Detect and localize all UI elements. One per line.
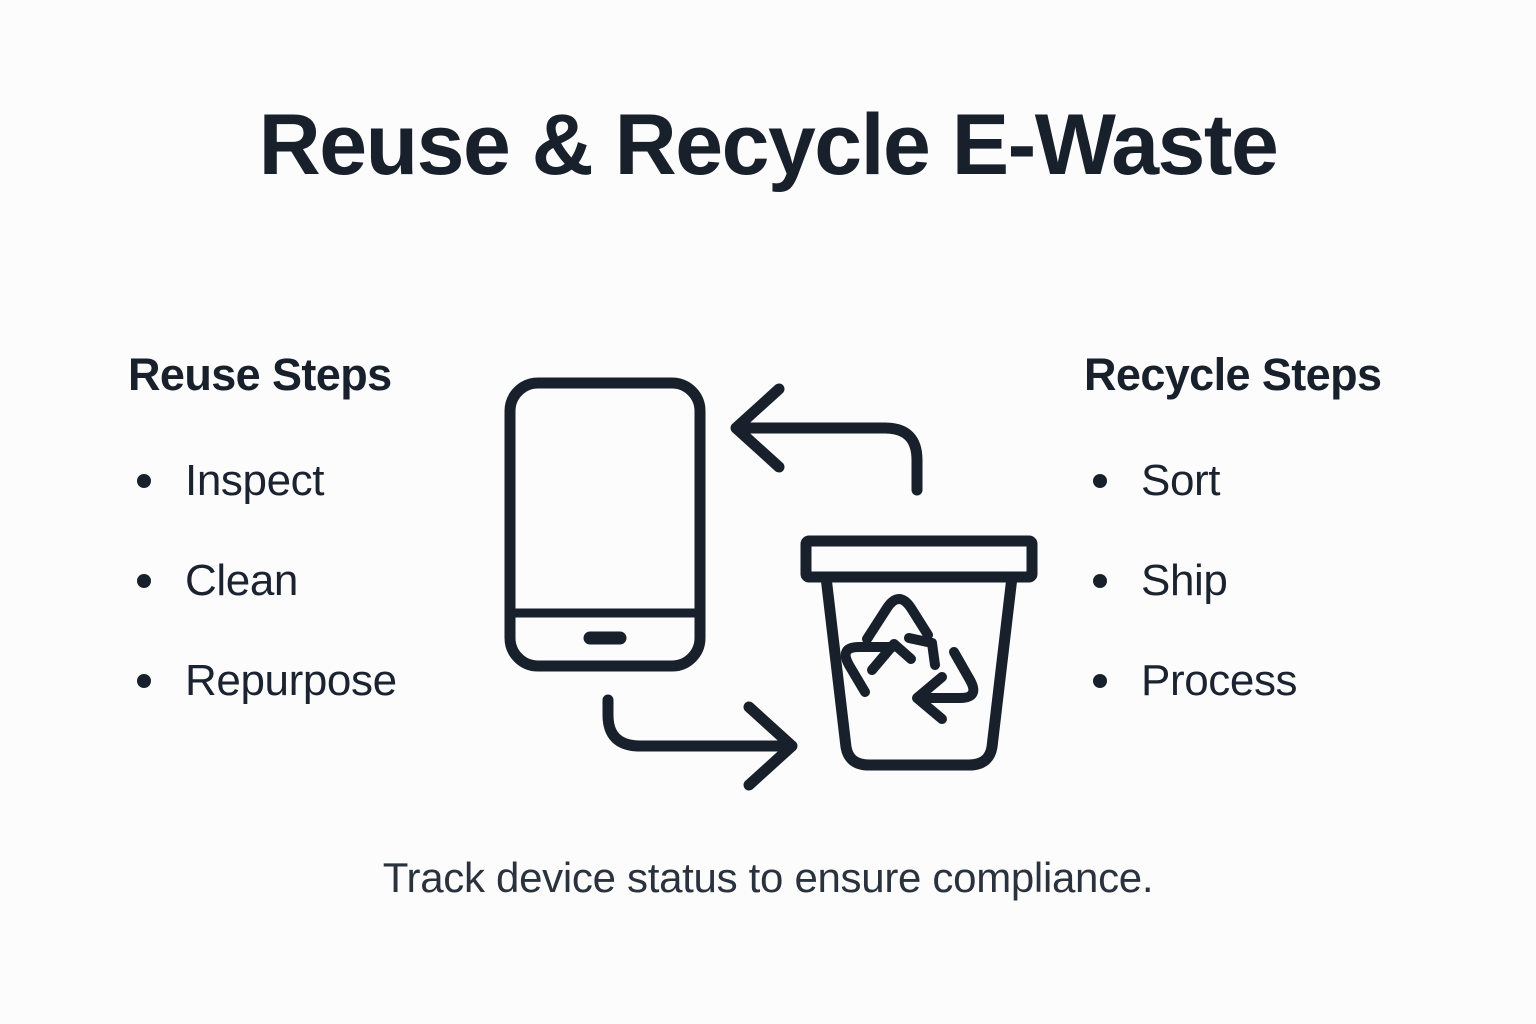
bullet-dot-icon (1093, 474, 1107, 488)
diagram-svg (504, 377, 1038, 791)
bullet-dot-icon (137, 674, 151, 688)
caption-text: Track device status to ensure compliance… (382, 854, 1154, 901)
recycle-arrow-right-head (912, 672, 947, 724)
curved-arrow-left-icon (730, 383, 923, 496)
bullet-dot-icon (1093, 674, 1107, 688)
recycle-bin-icon (800, 535, 1038, 771)
bullet-dot-icon (1093, 574, 1107, 588)
bin-lid (800, 535, 1038, 583)
arrow-right-shaft (602, 694, 794, 752)
recycle-arrow-left-head (867, 639, 916, 675)
list-item-label: Ship (1141, 556, 1228, 605)
list-item-label: Process (1141, 656, 1298, 705)
reuse-steps-list: Inspect Clean Repurpose (128, 453, 488, 709)
reuse-recycle-diagram (480, 355, 1060, 795)
recycle-arrow-top (862, 594, 933, 644)
page-title: Reuse & Recycle E-Waste (258, 97, 1279, 193)
arrow-right-head (743, 701, 798, 791)
smartphone-icon (504, 377, 706, 672)
arrow-left-shaft (734, 422, 923, 496)
list-item: Clean (128, 553, 488, 609)
reuse-steps-heading: Reuse Steps (128, 349, 392, 400)
recycle-steps-list: Sort Ship Process (1084, 453, 1484, 709)
list-item-label: Repurpose (185, 656, 397, 705)
list-item: Inspect (128, 453, 488, 509)
curved-arrow-right-icon (602, 694, 798, 791)
bullet-dot-icon (137, 474, 151, 488)
recycle-steps-heading: Recycle Steps (1084, 349, 1382, 400)
recycle-symbol-icon (840, 594, 979, 724)
arrow-left-head (730, 383, 785, 473)
list-item: Sort (1084, 453, 1484, 509)
recycle-arrow-top-head (904, 633, 940, 670)
list-item-label: Sort (1141, 456, 1221, 505)
recycle-arrow-right (922, 647, 979, 703)
bin-body (820, 571, 1018, 771)
recycle-arrow-left (840, 642, 898, 697)
bullet-dot-icon (137, 574, 151, 588)
list-item: Repurpose (128, 653, 488, 709)
list-item-label: Clean (185, 556, 298, 605)
reuse-steps-column: Reuse Steps Inspect Clean Repurpose (128, 352, 488, 709)
list-item: Process (1084, 653, 1484, 709)
list-item: Ship (1084, 553, 1484, 609)
recycle-steps-column: Recycle Steps Sort Ship Process (1084, 352, 1484, 709)
list-item-label: Inspect (185, 456, 325, 505)
phone-body (504, 377, 706, 672)
